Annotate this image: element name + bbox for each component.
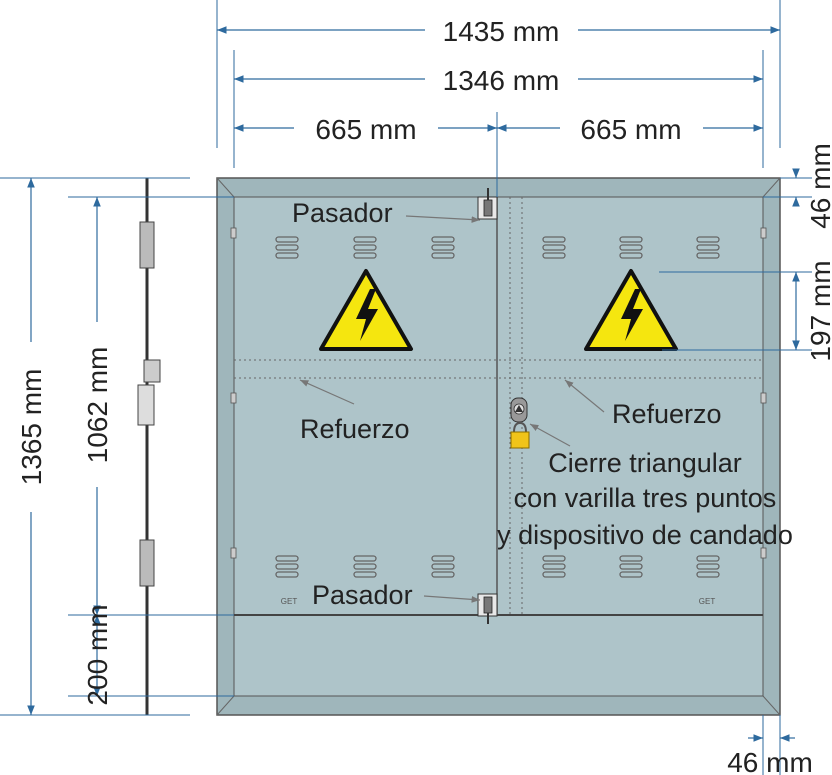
annotations: Pasador Pasador Refuerzo Refuerzo Cierre… <box>292 198 793 610</box>
dim-right-door-width: 665 mm <box>580 114 681 145</box>
dim-overall-height: 1365 mm <box>16 369 47 486</box>
cabinet-front: GET GET <box>216 177 781 716</box>
bolt-bottom-icon <box>477 593 498 624</box>
dim-bottom-frame: 46 mm <box>727 747 813 775</box>
label-lock-line2: con varilla tres puntos <box>514 483 777 513</box>
hinge-right-top <box>760 227 767 239</box>
dim-top-frame: 46 mm <box>805 143 832 229</box>
side-hinge-top <box>139 221 155 269</box>
label-refuerzo-right: Refuerzo <box>612 399 722 429</box>
label-pasador-top: Pasador <box>292 198 393 228</box>
dim-bottom-panel-height: 200 mm <box>82 604 113 705</box>
hinge-left-mid <box>230 392 237 404</box>
bolt-top-icon <box>477 188 498 220</box>
hinge-left-bottom <box>230 547 237 559</box>
dim-inner-width: 1346 mm <box>443 65 560 96</box>
brand-mark-left: GET <box>281 597 298 606</box>
inner-panel <box>233 196 764 697</box>
padlock-icon <box>510 431 530 449</box>
label-lock-line3: y dispositivo de candado <box>497 520 793 550</box>
hinge-right-bottom <box>760 547 767 559</box>
dim-door-height: 1062 mm <box>82 347 113 464</box>
side-profile <box>137 178 161 715</box>
hinge-right-mid <box>760 392 767 404</box>
side-hinge-bottom <box>139 539 155 587</box>
triangular-lock-icon <box>510 397 528 433</box>
label-refuerzo-left: Refuerzo <box>300 414 410 444</box>
side-lock-handle <box>137 384 155 426</box>
label-pasador-bottom: Pasador <box>312 580 413 610</box>
brand-mark-right: GET <box>699 597 716 606</box>
label-lock-line1: Cierre triangular <box>548 448 742 478</box>
dim-left-door-width: 665 mm <box>315 114 416 145</box>
dim-overall-width: 1435 mm <box>443 16 560 47</box>
dim-warning-offset: 197 mm <box>805 260 832 361</box>
hinge-left-top <box>230 227 237 239</box>
side-lock-box <box>143 359 161 383</box>
